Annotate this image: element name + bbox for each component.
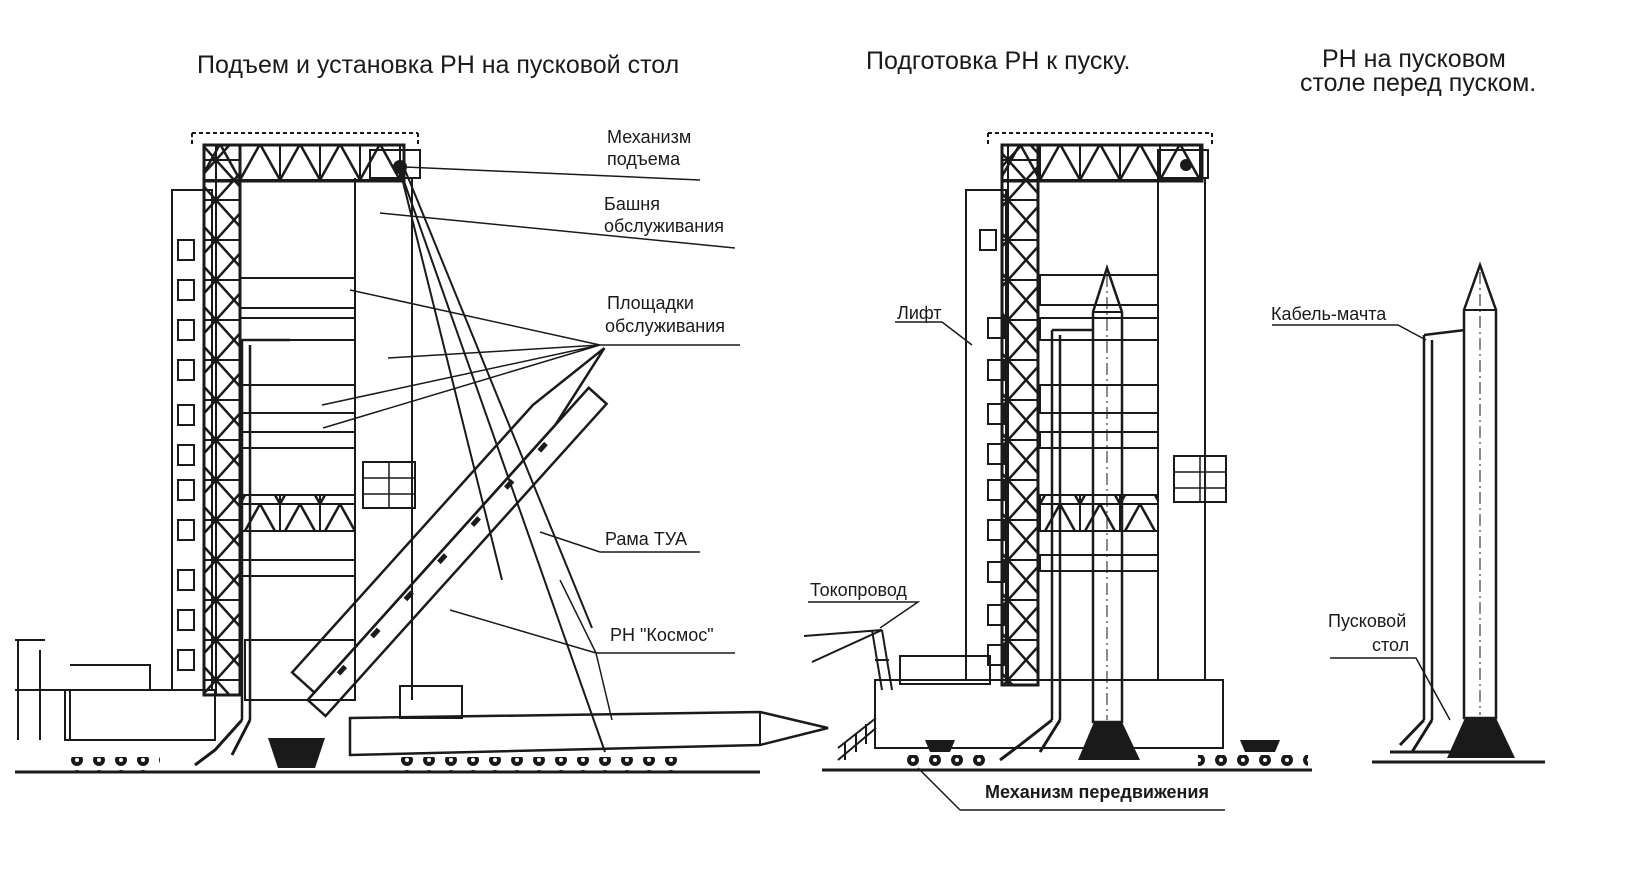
leader-lift-mechanism (404, 166, 701, 181)
launch-table-mid (1078, 722, 1140, 760)
rocket-vertical-right (1462, 261, 1498, 720)
leader-rocket (449, 579, 735, 721)
current-lead-wire (803, 629, 883, 663)
lift-mechanism-housing (369, 149, 421, 179)
mid-bogie-1 (925, 740, 955, 752)
leader-service-tower (379, 212, 736, 249)
label-cable-mast: Кабель-мачта (1271, 304, 1387, 324)
left-rail (15, 639, 151, 740)
mid-wheels (900, 755, 990, 771)
service-platforms-left (239, 277, 356, 701)
service-platforms-mid (1039, 274, 1159, 572)
inclined-rocket-body (290, 347, 606, 695)
leader-frame (539, 531, 700, 553)
leader-cable-mast (1272, 324, 1427, 341)
left-scene (15, 132, 829, 774)
cable-box-grid-mid (1174, 456, 1226, 502)
handrail-middle (837, 717, 877, 761)
leader-movement (917, 767, 1225, 811)
title-right-line1: РН на пусковом (1322, 45, 1506, 73)
cable-mast-foot (1390, 718, 1455, 754)
tower-right-wall-mid (1157, 178, 1206, 680)
tower-windows (177, 239, 195, 671)
elevator-column-mid (1050, 328, 1092, 720)
label-service-tower-1: Башня (604, 194, 660, 214)
current-lead-mast (871, 629, 893, 691)
inclined-rocket-assembly (290, 347, 609, 718)
hoist-cables (399, 169, 606, 753)
tower-right-wall (354, 178, 413, 700)
middle-scene (803, 132, 1312, 772)
transporter-wheels (395, 757, 685, 773)
lift-pulley-mid (1180, 159, 1192, 171)
label-lift-mechanism-2: подъема (607, 149, 681, 169)
tower-outer-block-mid (965, 189, 1007, 681)
left-base-box (64, 689, 216, 741)
label-current-lead: Токопровод (810, 580, 907, 600)
title-left: Подъем и установка РН на пусковой стол (197, 51, 679, 79)
mid-bogie-2 (1240, 740, 1280, 752)
label-platforms-2: обслуживания (605, 316, 725, 336)
tower-truss-column-mid (1000, 143, 1040, 687)
leader-platforms (321, 289, 740, 429)
top-beam-rail-mid (987, 132, 1213, 145)
leader-elevator (895, 321, 973, 346)
erector-clamps (336, 441, 548, 676)
transporter-platform (399, 685, 463, 719)
label-launch-table-2: стол (1372, 635, 1409, 655)
cable-box-grid (363, 462, 415, 508)
top-beam-rail (191, 132, 419, 145)
launch-table-right (1447, 718, 1515, 758)
tower-windows-mid (979, 229, 1005, 666)
cable-mast (1422, 328, 1466, 720)
label-platforms-1: Площадки (607, 293, 694, 313)
mid-wheels-2 (1198, 755, 1308, 771)
label-movement-mechanism: Механизм передвижения (985, 782, 1209, 802)
lift-mechanism-housing-mid (1157, 149, 1209, 179)
leader-current-lead (808, 601, 921, 629)
right-scene (1372, 261, 1545, 764)
label-lift-mechanism-1: Механизм (607, 127, 691, 147)
tower-truss-column (202, 143, 242, 697)
title-right-line2: столе перед пуском. (1300, 69, 1536, 97)
lift-pulley-left (393, 160, 407, 174)
elevator-column-left (240, 338, 290, 720)
leader-lines (321, 166, 1451, 811)
label-service-tower-2: обслуживания (604, 216, 724, 236)
leader-launch-table (1330, 657, 1451, 721)
base-cabin-middle (899, 655, 991, 685)
label-elevator: Лифт (897, 303, 942, 323)
elevator-foot-left (194, 718, 252, 767)
base-platform-middle (874, 679, 1224, 749)
label-launch-table-1: Пусковой (1328, 611, 1406, 631)
rocket-vertical-mid (1091, 264, 1124, 724)
launch-table-left (268, 738, 325, 768)
label-frame: Рама ТУА (605, 529, 687, 549)
elevator-foot-mid (999, 718, 1062, 762)
label-rocket: РН "Космос" (610, 625, 714, 645)
left-base-wheels (70, 757, 160, 773)
title-middle: Подготовка РН к пуску. (866, 47, 1131, 75)
rocket-horizontal (348, 710, 829, 757)
